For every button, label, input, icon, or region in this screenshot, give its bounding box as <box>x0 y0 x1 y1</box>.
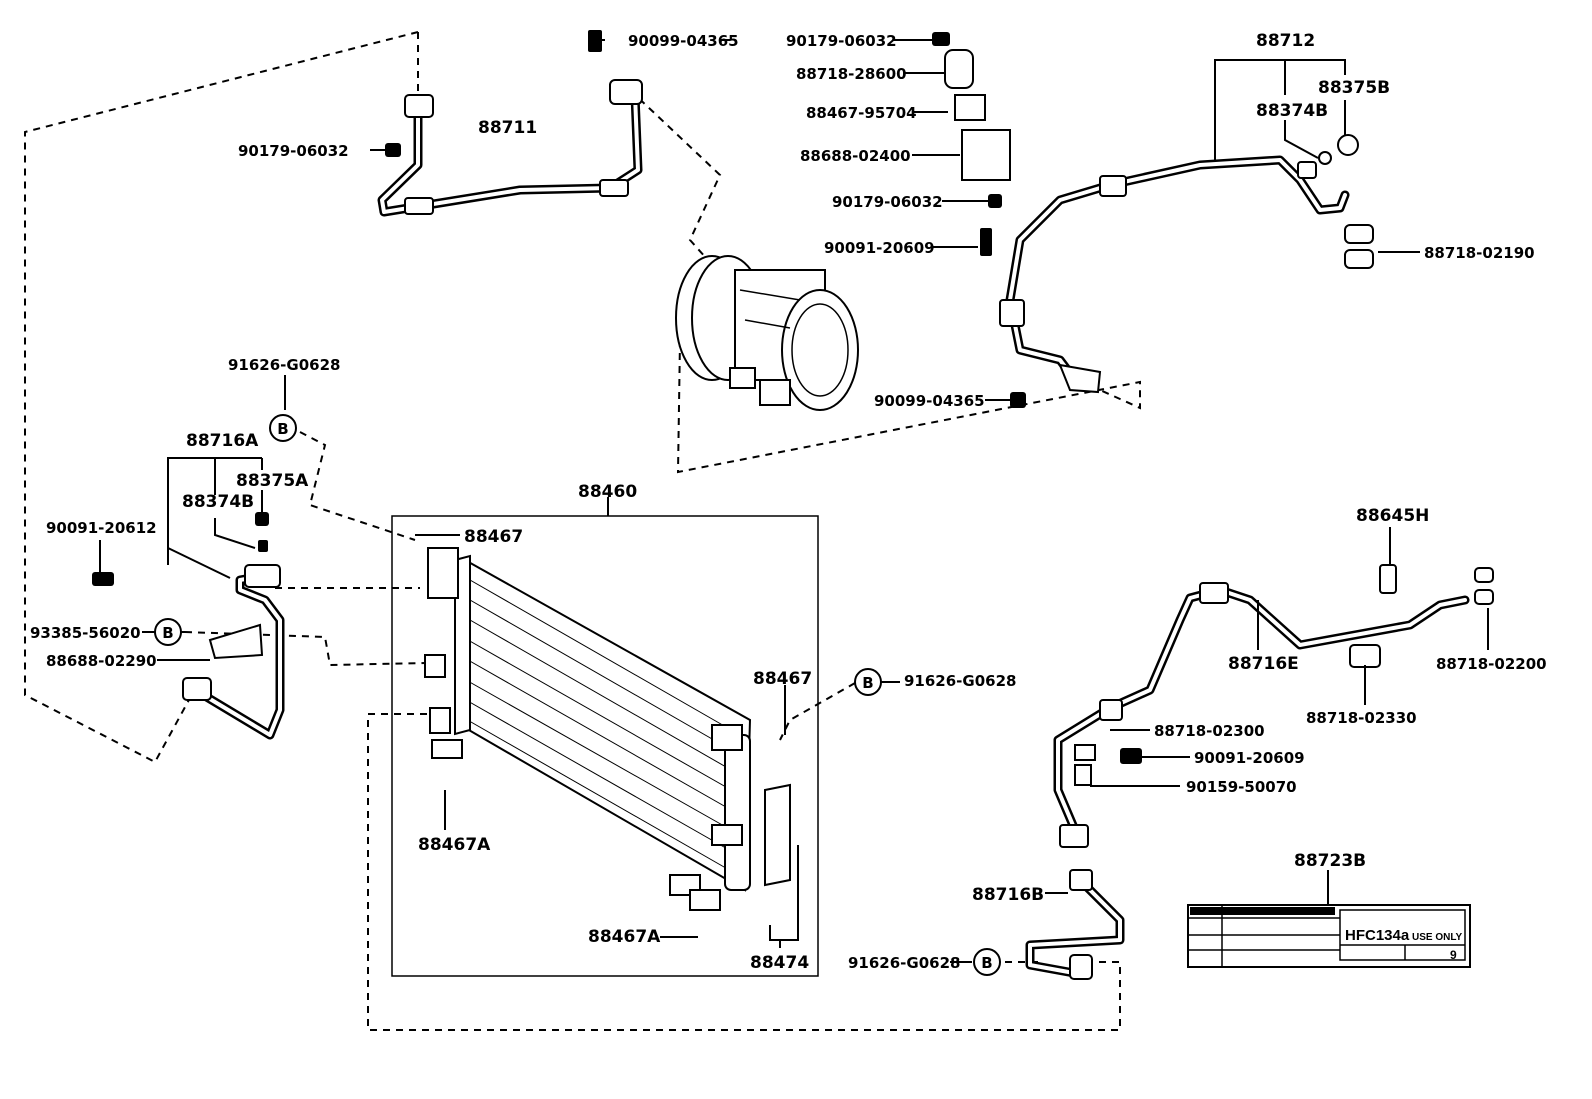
label-88375b[interactable]: 88375B <box>1318 78 1390 98</box>
label-88688-02290[interactable]: 88688-02290 <box>46 652 157 670</box>
pipe-88716a[interactable] <box>182 512 285 740</box>
callout-symbol: B <box>981 954 992 972</box>
label-90179-06032-mid[interactable]: 90179-06032 <box>832 193 943 211</box>
label-88460[interactable]: 88460 <box>578 482 637 502</box>
label-88467-95704[interactable]: 88467-95704 <box>806 104 917 122</box>
condenser-leaders <box>415 497 799 948</box>
compressor[interactable] <box>675 255 859 411</box>
callout-circle-d: B <box>973 948 1001 976</box>
label-88716e[interactable]: 88716E <box>1228 654 1299 674</box>
callout-symbol: B <box>277 420 288 438</box>
top-middle-fittings[interactable] <box>370 30 1026 408</box>
label-90091-20609-top[interactable]: 90091-20609 <box>824 239 935 257</box>
pipe-88716b[interactable] <box>950 869 1125 980</box>
caution-refrigerant: HFC134a <box>1345 927 1410 944</box>
label-90179-06032-top[interactable]: 90179-06032 <box>786 32 897 50</box>
right-top-leaders <box>1214 59 1420 269</box>
label-88712[interactable]: 88712 <box>1256 31 1315 51</box>
label-88374b-right[interactable]: 88374B <box>1256 101 1328 121</box>
label-90091-20609-bottom[interactable]: 90091-20609 <box>1194 749 1305 767</box>
label-88467-top[interactable]: 88467 <box>464 527 523 547</box>
part-labels: 90099-04365 88711 90179-06032 90179-0603… <box>30 31 1547 973</box>
label-93385-56020[interactable]: 93385-56020 <box>30 624 141 642</box>
label-88718-02300[interactable]: 88718-02300 <box>1154 722 1265 740</box>
label-88718-02330[interactable]: 88718-02330 <box>1306 709 1417 727</box>
label-88374b-left[interactable]: 88374B <box>182 492 254 512</box>
label-91626-g0628-b[interactable]: 91626-G0628 <box>904 672 1016 690</box>
label-90159-50070[interactable]: 90159-50070 <box>1186 778 1297 796</box>
label-91626-g0628-c[interactable]: 91626-G0628 <box>848 954 960 972</box>
label-88375a[interactable]: 88375A <box>236 471 309 491</box>
caution-use-only: USE ONLY <box>1412 932 1463 943</box>
label-90099-04365-top[interactable]: 90099-04365 <box>628 32 739 50</box>
label-88718-02190[interactable]: 88718-02190 <box>1424 244 1535 262</box>
left-leaders <box>92 375 286 661</box>
pipe-88711[interactable] <box>377 79 643 217</box>
condenser-frame-box <box>391 515 819 977</box>
callout-symbol: B <box>162 624 173 642</box>
callout-circle-c: B <box>854 668 882 696</box>
label-88718-28600[interactable]: 88718-28600 <box>796 65 907 83</box>
caution-number: 9 <box>1450 948 1457 962</box>
label-88718-02200[interactable]: 88718-02200 <box>1436 655 1547 673</box>
label-88645h[interactable]: 88645H <box>1356 506 1429 526</box>
label-91626-g0628-a[interactable]: 91626-G0628 <box>228 356 340 374</box>
callout-leaders <box>181 631 900 683</box>
label-88716a[interactable]: 88716A <box>186 431 259 451</box>
pipe-88712[interactable] <box>999 155 1350 394</box>
label-88711[interactable]: 88711 <box>478 118 537 138</box>
caution-label-text: HFC134a USE ONLY 9 <box>1345 927 1463 962</box>
label-88723b[interactable]: 88723B <box>1294 851 1366 871</box>
label-90179-06032-left[interactable]: 90179-06032 <box>238 142 349 160</box>
callout-symbol: B <box>862 674 873 692</box>
label-88474[interactable]: 88474 <box>750 953 809 973</box>
label-90099-04365-bottom[interactable]: 90099-04365 <box>874 392 985 410</box>
label-88688-02400[interactable]: 88688-02400 <box>800 147 911 165</box>
label-88467-right[interactable]: 88467 <box>753 669 812 689</box>
label-88467a-bottom[interactable]: 88467A <box>588 927 661 947</box>
label-88467a-left[interactable]: 88467A <box>418 835 491 855</box>
callout-circle-b: B <box>154 618 182 646</box>
condenser-88460[interactable] <box>391 515 819 977</box>
label-88716b[interactable]: 88716B <box>972 885 1044 905</box>
callout-circle-a: B <box>269 414 297 442</box>
label-90091-20612[interactable]: 90091-20612 <box>46 519 157 537</box>
caution-label-88723b[interactable] <box>1187 870 1471 968</box>
pipe-88716e[interactable] <box>1053 527 1494 848</box>
dashed-connection-lines <box>24 31 1141 1031</box>
